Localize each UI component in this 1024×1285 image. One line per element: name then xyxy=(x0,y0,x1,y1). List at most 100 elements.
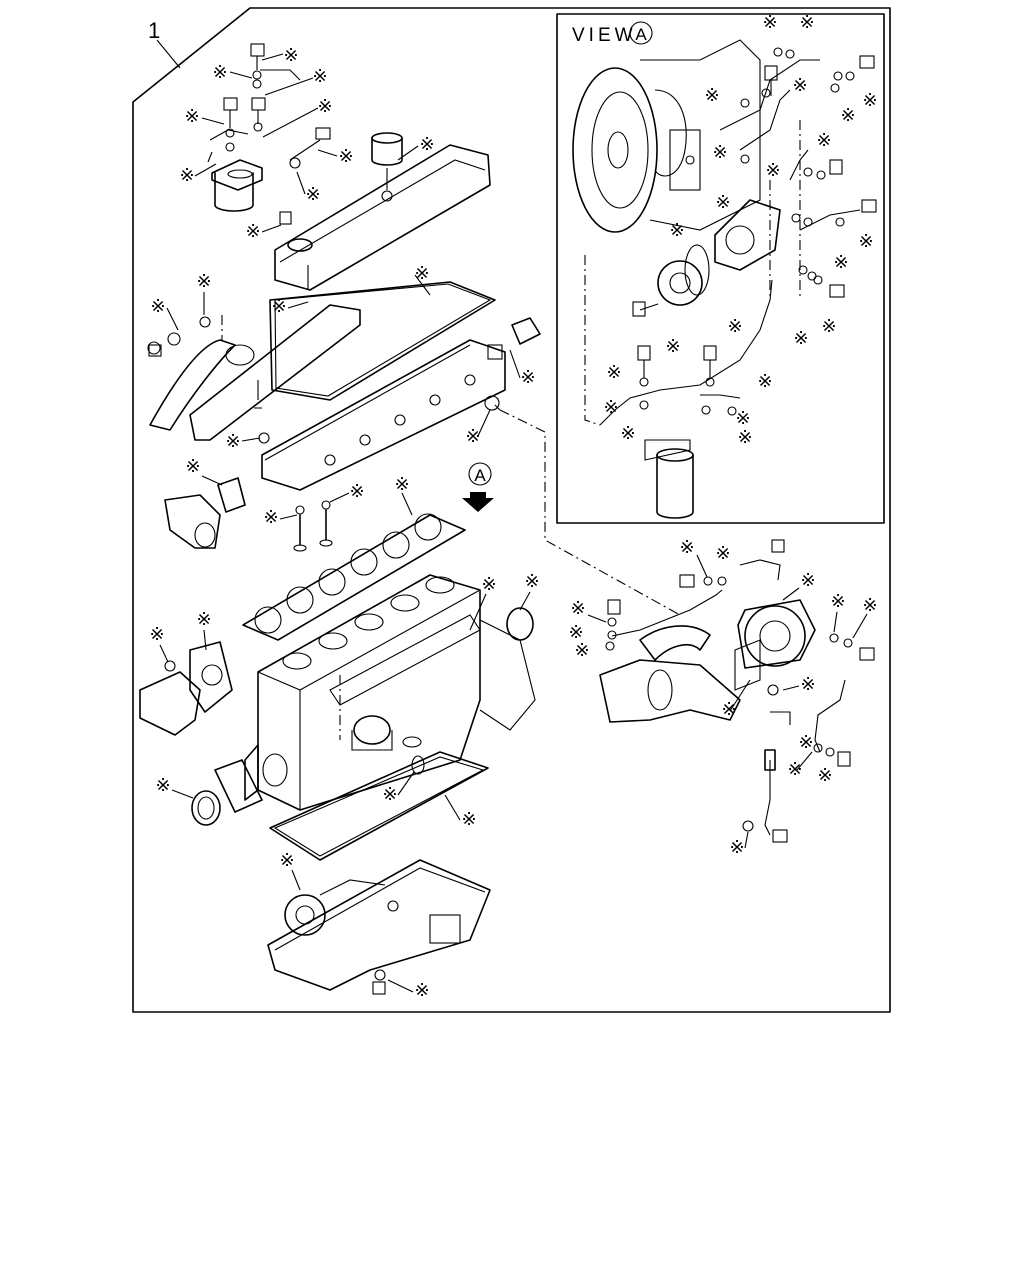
inset-engine-front xyxy=(572,39,761,233)
arrow-letter: A xyxy=(474,466,486,485)
view-letter-circle xyxy=(629,21,653,45)
kit-marker: ※ xyxy=(414,980,429,1000)
inset-oil-pipe xyxy=(599,279,773,426)
kit-marker: ※ xyxy=(185,456,200,476)
water-pump xyxy=(139,641,233,736)
inset-pump-assembly xyxy=(632,199,781,317)
view-letter: A xyxy=(635,25,647,44)
kit-marker: ※ xyxy=(679,537,694,557)
kit-marker: ※ xyxy=(715,192,730,212)
kit-marker: ※ xyxy=(245,221,260,241)
cylinder-head xyxy=(261,317,541,491)
valve-cover-gasket xyxy=(269,281,496,401)
turbocharger xyxy=(734,539,816,691)
kit-marker: ※ xyxy=(225,431,240,451)
kit-marker: ※ xyxy=(798,732,813,752)
kit-marker: ※ xyxy=(729,837,744,857)
kit-marker: ※ xyxy=(715,543,730,563)
view-label: VIEW xyxy=(572,25,637,46)
view-a-inset-frame xyxy=(556,13,885,524)
inset-gear xyxy=(657,260,703,306)
kit-marker: ※ xyxy=(735,408,750,428)
kit-marker: ※ xyxy=(721,699,736,719)
kit-marker: ※ xyxy=(799,12,814,32)
kit-marker: ※ xyxy=(765,160,780,180)
kit-marker: ※ xyxy=(394,474,409,494)
kit-marker: ※ xyxy=(279,850,294,870)
kit-marker: ※ xyxy=(338,146,353,166)
kit-marker: ※ xyxy=(574,640,589,660)
kit-marker: ※ xyxy=(524,571,539,591)
kit-marker: ※ xyxy=(712,142,727,162)
block-oil-pump xyxy=(351,715,425,775)
kit-marker: ※ xyxy=(481,574,496,594)
kit-marker: ※ xyxy=(461,809,476,829)
oil-pan xyxy=(267,859,491,995)
kit-marker: ※ xyxy=(271,296,286,316)
kit-marker: ※ xyxy=(858,231,873,251)
valves xyxy=(293,500,333,552)
turbo-fasteners xyxy=(605,574,875,843)
intake-pipe xyxy=(147,304,361,444)
kit-marker: ※ xyxy=(862,90,877,110)
kit-marker: ※ xyxy=(840,105,855,125)
kit-marker: ※ xyxy=(606,362,621,382)
kit-marker: ※ xyxy=(465,426,480,446)
valve-cover xyxy=(274,144,491,291)
kit-marker: ※ xyxy=(757,371,772,391)
kit-marker: ※ xyxy=(196,609,211,629)
thermostat-housing xyxy=(164,477,246,549)
breather-and-cap xyxy=(279,132,403,252)
kit-marker: ※ xyxy=(620,423,635,443)
kit-marker: ※ xyxy=(382,784,397,804)
kit-marker: ※ xyxy=(317,96,332,116)
cylinder-block xyxy=(244,574,536,811)
kit-marker: ※ xyxy=(414,263,429,283)
kit-marker: ※ xyxy=(212,62,227,82)
turbo-oil-inlet-pipe xyxy=(611,589,723,637)
kit-marker: ※ xyxy=(570,598,585,618)
kit-marker: ※ xyxy=(762,12,777,32)
kit-marker: ※ xyxy=(196,271,211,291)
exhaust-manifold xyxy=(599,625,741,723)
arrow-letter-circle xyxy=(468,462,492,486)
kit-marker: ※ xyxy=(184,106,199,126)
kit-marker: ※ xyxy=(833,252,848,272)
kit-marker: ※ xyxy=(568,622,583,642)
view-direction-arrow xyxy=(462,492,494,512)
kit-marker: ※ xyxy=(792,75,807,95)
kit-marker: ※ xyxy=(283,45,298,65)
rear-oil-seal xyxy=(191,790,221,826)
inset-fasteners xyxy=(637,47,877,416)
kit-marker: ※ xyxy=(821,316,836,336)
kit-marker: ※ xyxy=(603,397,618,417)
kit-marker: ※ xyxy=(149,624,164,644)
kit-marker: ※ xyxy=(800,674,815,694)
kit-marker: ※ xyxy=(312,66,327,86)
kit-marker: ※ xyxy=(787,759,802,779)
kit-marker: ※ xyxy=(669,220,684,240)
oil-pan-gasket xyxy=(269,751,489,861)
kit-marker: ※ xyxy=(727,316,742,336)
kit-marker: ※ xyxy=(793,328,808,348)
item-number-leader xyxy=(156,39,181,69)
kit-marker: ※ xyxy=(263,507,278,527)
kit-marker: ※ xyxy=(817,765,832,785)
kit-marker: ※ xyxy=(830,591,845,611)
kit-marker: ※ xyxy=(800,570,815,590)
kit-markers: ※ ※ ※ ※ ※ ※ ※ ※ ※ ※ ※ ※ ※ ※ ※ ※ ※ ※ ※ ※ … xyxy=(149,12,877,1000)
marker-leaders xyxy=(159,53,868,993)
inset-oil-filter xyxy=(644,439,694,519)
kit-marker: ※ xyxy=(862,595,877,615)
kit-marker: ※ xyxy=(737,427,752,447)
kit-marker: ※ xyxy=(155,775,170,795)
diagram-frame xyxy=(132,7,891,1013)
kit-marker: ※ xyxy=(179,165,194,185)
head-gasket xyxy=(242,513,466,641)
kit-marker: ※ xyxy=(816,130,831,150)
kit-marker: ※ xyxy=(665,336,680,356)
kit-marker: ※ xyxy=(419,134,434,154)
kit-marker: ※ xyxy=(704,85,719,105)
kit-marker: ※ xyxy=(349,481,364,501)
